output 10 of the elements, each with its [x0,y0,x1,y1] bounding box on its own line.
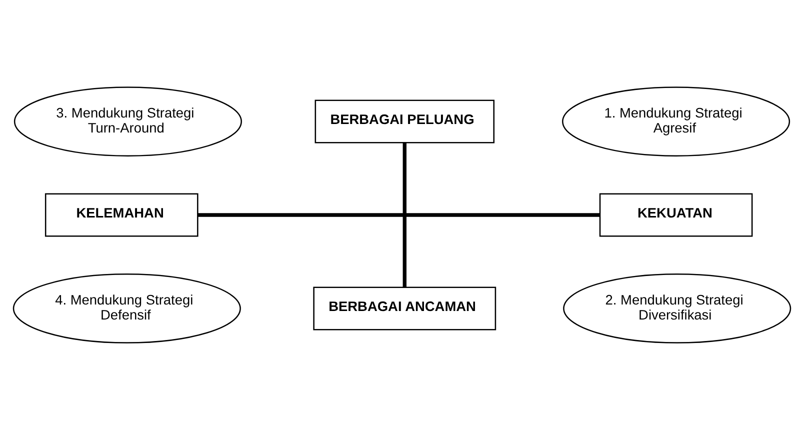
node-ellipse: 4. Mendukung Strategi Defensif [12,274,241,344]
connector [402,142,406,288]
node-ellipse: 1. Mendukung Strategi Agresif [562,86,790,156]
connector [198,213,600,217]
node-ellipse: 3. Mendukung Strategi Turn-Around [14,86,242,156]
node-box: BERBAGAI ANCAMAN [313,286,496,330]
node-box: BERBAGAI PELUANG [314,100,494,144]
node-ellipse: 2. Mendukung Strategi Diversifikasi [563,274,792,344]
node-box: KELEMAHAN [44,193,198,237]
node-box: KEKUATAN [599,193,753,237]
